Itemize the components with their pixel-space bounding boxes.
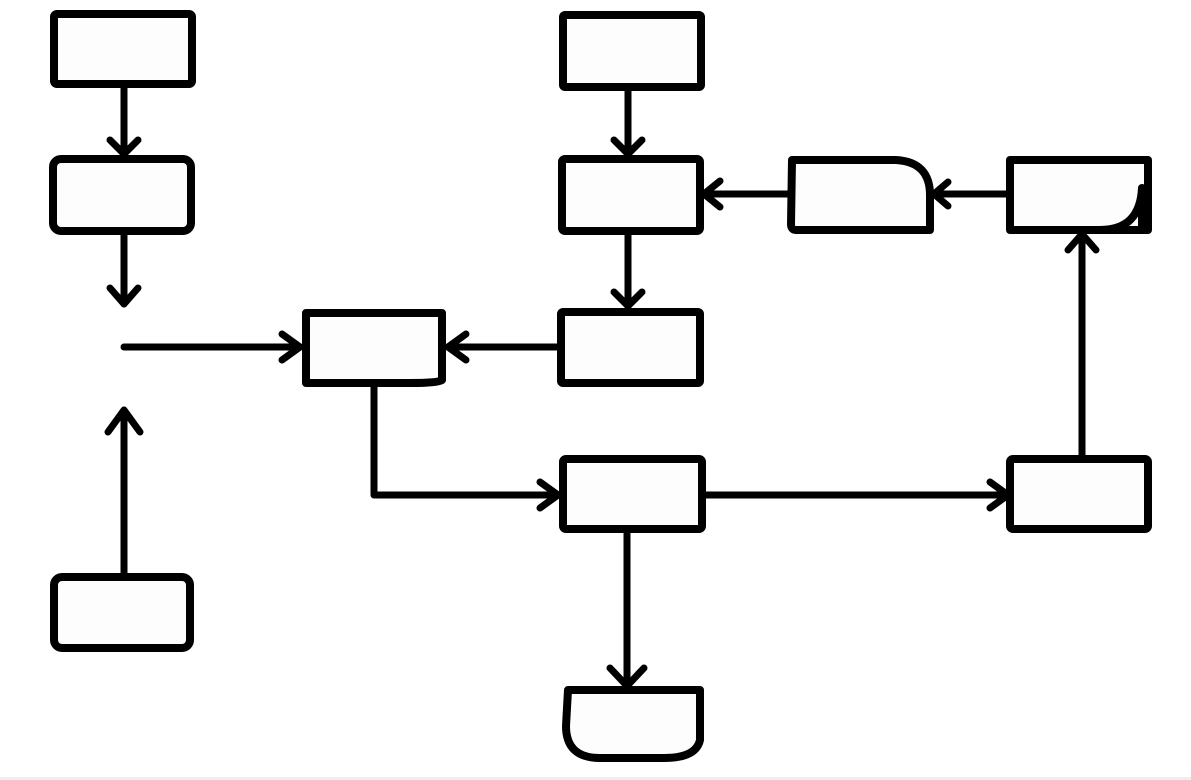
node-n10[interactable] xyxy=(559,455,706,533)
node-n1[interactable] xyxy=(50,10,196,88)
node-n3[interactable] xyxy=(50,573,194,652)
node-n2-shape xyxy=(49,155,195,235)
node-n7-shape xyxy=(787,156,934,234)
nodes xyxy=(49,10,1152,762)
node-n6[interactable] xyxy=(558,155,704,235)
arrowhead-n10-left xyxy=(536,478,562,512)
node-n8-shape xyxy=(1006,156,1152,234)
arrowhead-n9-top xyxy=(610,288,646,310)
arrowhead-junction-bottom xyxy=(104,406,144,436)
node-n7[interactable] xyxy=(787,156,934,234)
node-n12[interactable] xyxy=(562,686,704,762)
node-n4[interactable] xyxy=(302,309,446,387)
node-n2[interactable] xyxy=(49,155,195,235)
node-n8[interactable] xyxy=(1006,156,1152,234)
node-n5[interactable] xyxy=(559,11,705,91)
node-n5-shape xyxy=(559,11,705,91)
node-n4-shape xyxy=(302,309,446,387)
node-n9-shape xyxy=(557,308,704,387)
node-n6-shape xyxy=(558,155,704,235)
node-n3-shape xyxy=(50,573,194,652)
node-n11-shape xyxy=(1006,455,1152,533)
arrowhead-n4-left xyxy=(278,330,304,364)
node-n12-shape xyxy=(562,686,704,762)
node-n1-shape xyxy=(50,10,196,88)
arrowhead-n4-right xyxy=(444,330,470,364)
node-n10-shape xyxy=(559,455,706,533)
arrowhead-n6-top xyxy=(610,136,646,158)
node-n9[interactable] xyxy=(557,308,704,387)
arrowhead-junction-top xyxy=(106,284,142,308)
arrowhead-n2-top xyxy=(106,136,142,158)
bottom-border xyxy=(0,777,1191,780)
arrowhead-n7-right xyxy=(930,178,952,210)
edge-n4-n10 xyxy=(370,380,560,499)
node-n11[interactable] xyxy=(1006,455,1152,533)
